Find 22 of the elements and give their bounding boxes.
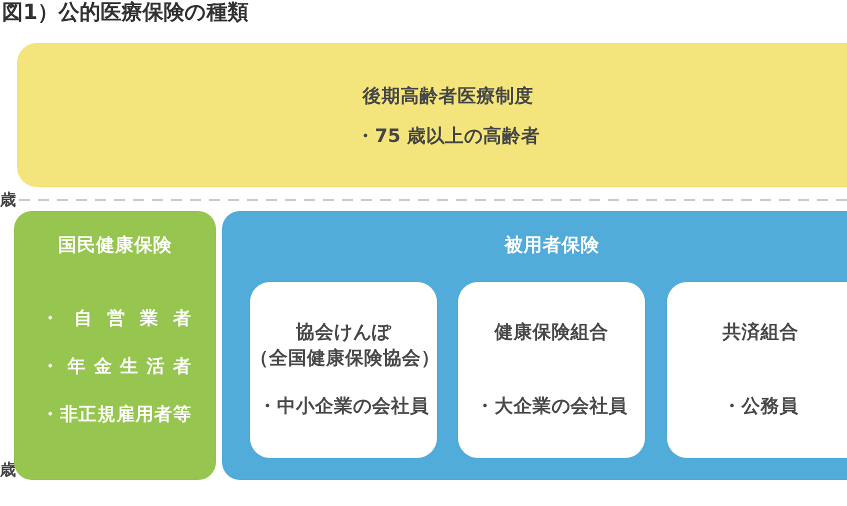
box-heading: 健康保険組合 <box>494 321 608 345</box>
bullet-text: ・公務員 <box>722 395 798 419</box>
bullet-text: ・年金生活者 <box>41 355 191 379</box>
scheme-box <box>458 282 645 458</box>
bullet-text: ・75 歳以上の高齢者 <box>356 124 540 149</box>
category-box <box>222 211 847 480</box>
category-band <box>17 43 847 187</box>
age-label: 歳 <box>0 189 16 211</box>
bullet-text: ・非正規雇用者等 <box>41 403 191 427</box>
category-box <box>14 211 216 480</box>
bullet-text: ・自営業者 <box>41 307 191 331</box>
bullet-text: ・大企業の会社員 <box>476 395 628 419</box>
diagram-title: 図1）公的医療保険の種類 <box>2 0 249 24</box>
box-heading: 被用者保険 <box>504 234 600 258</box>
scheme-box <box>667 282 847 458</box>
box-heading: 協会けんぽ（全国健康保険協会） <box>250 321 437 371</box>
scheme-box <box>250 282 437 458</box>
bullet-text: ・中小企業の会社員 <box>258 395 429 419</box>
box-heading: 共済組合 <box>722 321 798 345</box>
box-heading: 国民健康保険 <box>58 234 172 258</box>
box-heading: 後期高齢者医療制度 <box>362 84 534 109</box>
age-label: 歳 <box>0 459 16 481</box>
